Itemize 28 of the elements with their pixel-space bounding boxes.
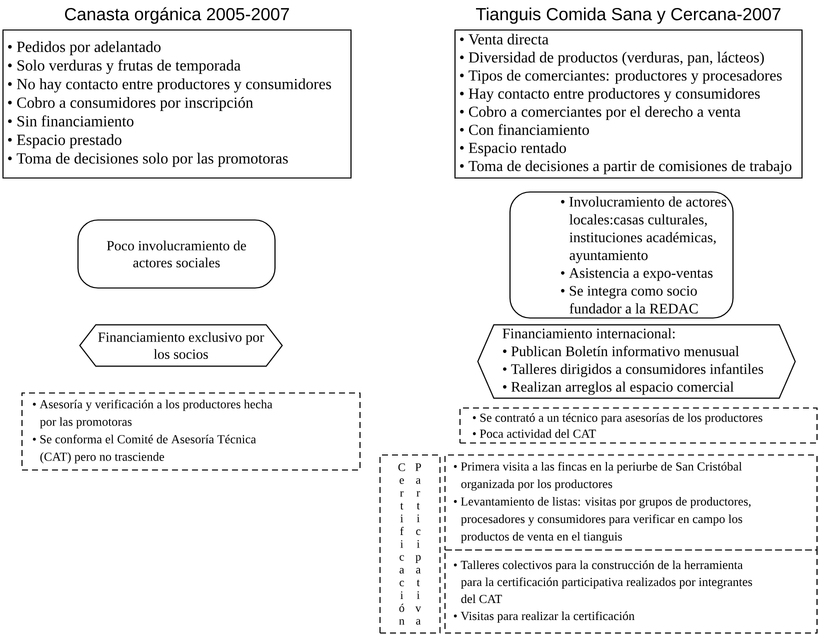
dashed-box: • Asesoría y verificación a los productores hecha por las promotoras • Se conforma el Comité de Asesoría Técnica (CAT) pero no trasciende (21, 392, 361, 471)
node-label: • Sin financiamiento (8, 115, 134, 126)
node-label: • Tipos de comerciantes: productores y procesadores (460, 70, 782, 84)
node-label: • Cobro a consumidores por inscripción (8, 96, 254, 112)
node-label: • Pedidos por adelantado (8, 41, 161, 56)
node-label: • Con financiamiento (460, 124, 589, 135)
node-label: • Diversidad de productos (verduras, pan, lácteos) (460, 52, 764, 66)
dashed-box: • Talleres colectivos para la construcción de la herramienta para la certificación participativa realizados por integrantes del CAT • Visitas para realizar la certificación (444, 549, 818, 634)
dashed-box: Certificación Participativa (379, 454, 441, 634)
list-box: • Pedidos por adelantado • Solo verduras y frutas de temporada • No hay contacto entre productores y consumidores • Cobro a consumidores por inscripción • Sin financiamiento • Espacio prestado • Toma de decisiones solo por las promotoras (2, 29, 352, 179)
heading: Tianguis Comida Sana y Cercana-2007 (476, 7, 780, 24)
node-label: • Solo verduras y frutas de temporada (8, 60, 241, 74)
list-box: • Venta directa • Diversidad de productos (verduras, pan, lácteos) • Tipos de comerciantes: productores y procesadores • Hay contacto entre productores y consumidores • Cobro a comerciantes por el derecho a venta • Con financiamiento • Espacio rentado • Toma de decisiones a partir de comisiones de trabajo (454, 29, 803, 179)
dashed-box: • Primera visita a las fincas en la periurbe de San Cristóbal organizada por los productores • Levantamiento de listas: visitas por grupos de productores, procesadores y consumidores para verificar en campo los productos de venta en el tianguis (444, 454, 818, 551)
rounded-box: Poco involucramiento de actores sociales (77, 219, 276, 289)
rounded-box: • Involucramiento de actores locales:casas culturales, instituciones académicas, ayuntamiento • Asistencia a expo-ventas • Se integra como socio fundador a la REDAC (509, 191, 734, 319)
hexagon-box: Financiamiento exclusivo por los socios (79, 324, 283, 367)
node-label: • Toma de decisiones solo por las promotoras (8, 152, 288, 167)
node-label: • Espacio rentado (460, 142, 566, 156)
heading: Canasta orgánica 2005-2007 (65, 7, 289, 24)
node-label: • Venta directa (460, 34, 548, 45)
node-label: • Espacio prestado (8, 134, 122, 148)
hexagon-box: Financiamiento internacional: • Publican Boletín informativo menusual • Talleres dirigidos a consumidores infantiles • Realizan arreglos al espacio comercial (477, 324, 796, 399)
dashed-box: • Se contrató a un técnico para asesorías de los productores • Poca actividad del CAT (459, 407, 818, 444)
node-label: • Toma de decisiones a partir de comisiones de trabajo (460, 160, 792, 174)
node-label: • Cobro a comerciantes por el derecho a venta (460, 106, 741, 120)
node-label: • No hay contacto entre productores y consumidores (8, 78, 332, 92)
node-label: • Hay contacto entre productores y consumidores (460, 88, 760, 102)
